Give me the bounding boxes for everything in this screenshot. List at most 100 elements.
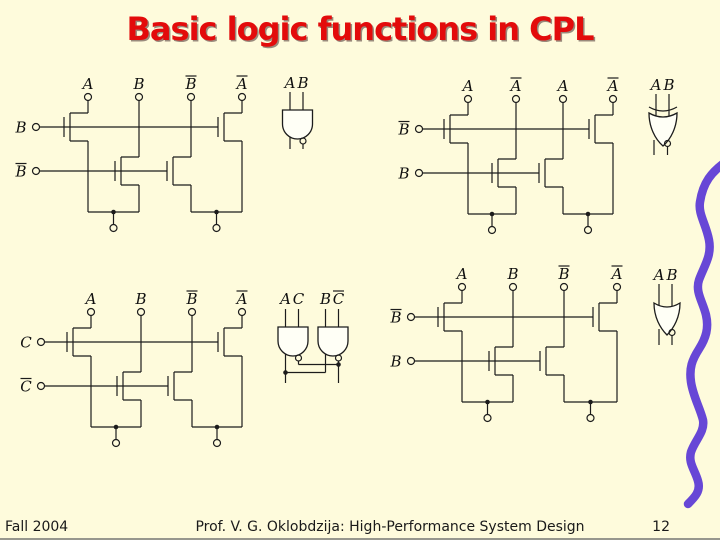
output-terminal — [111, 438, 121, 448]
gate-terminal — [36, 337, 46, 347]
gate-input-label: B — [397, 165, 409, 183]
output-terminal — [212, 438, 222, 448]
input-label: A — [235, 290, 248, 308]
nmos-transistor — [437, 302, 462, 332]
xor-gate-body — [648, 111, 678, 147]
nmos-transistor — [538, 158, 563, 188]
nmos-transistor — [443, 114, 468, 144]
input-terminal — [508, 282, 518, 292]
input-terminal — [83, 92, 93, 102]
input-terminal — [86, 307, 96, 317]
input-terminal — [186, 92, 196, 102]
or-gate-body — [653, 301, 681, 336]
output-terminal — [487, 225, 497, 235]
output-terminal — [483, 413, 492, 423]
input-terminal — [608, 94, 618, 104]
output-terminal — [586, 413, 595, 423]
junction-dot — [336, 362, 341, 367]
gate-input-label: B — [14, 163, 26, 181]
output-terminal — [212, 223, 221, 233]
input-label: A — [606, 77, 619, 95]
and-gate-body — [281, 109, 314, 140]
footer-semester: Fall 2004 — [5, 519, 69, 535]
input-label: B — [184, 75, 196, 93]
squiggle-decoration — [683, 160, 720, 509]
nmos-transistor — [66, 327, 91, 357]
inverter-bubble — [294, 354, 303, 362]
input-label: B — [557, 265, 569, 283]
footer-page-number: 12 — [652, 519, 670, 535]
gate-terminal — [414, 124, 424, 134]
input-label: B — [506, 265, 518, 283]
nmos-transistor — [539, 346, 564, 376]
gate-terminal — [406, 356, 416, 366]
gate-terminal — [31, 166, 41, 176]
input-terminal — [237, 307, 247, 317]
input-terminal — [511, 94, 521, 104]
nmos-transistor — [488, 346, 513, 376]
gate-terminal — [406, 312, 416, 322]
nmos-transistor — [166, 156, 191, 186]
input-terminal — [136, 307, 146, 317]
gate-terminal — [36, 381, 46, 391]
gate-symbol-label: A — [278, 290, 291, 308]
and-gate-body — [317, 326, 349, 357]
input-label: A — [84, 290, 97, 308]
input-label: B — [134, 290, 146, 308]
nmos-transistor — [114, 156, 139, 186]
footer-author: Prof. V. G. Oklobdzija: High-Performance… — [195, 519, 585, 535]
input-terminal — [558, 94, 568, 104]
gate-symbol-label: B — [665, 266, 677, 284]
input-label: A — [461, 77, 474, 95]
inverter-bubble — [334, 354, 343, 362]
gate-symbol-label: B — [662, 76, 674, 94]
gate-input-label: C — [20, 334, 32, 352]
gate-symbol-label: B — [319, 290, 331, 308]
input-terminal — [463, 94, 473, 104]
input-terminal — [559, 282, 569, 292]
input-label: A — [509, 77, 522, 95]
output-terminal — [583, 225, 593, 235]
gate-input-label: B — [389, 309, 401, 327]
gate-symbol-label: C — [293, 290, 305, 308]
and-gate-body — [277, 326, 309, 357]
nmos-transistor — [217, 327, 242, 357]
slide-title: Basic logic functions in CPL — [126, 10, 595, 48]
input-terminal — [457, 282, 467, 292]
input-label: A — [235, 75, 248, 93]
output-terminal — [109, 223, 118, 233]
gate-symbol-label: A — [652, 266, 665, 284]
nmos-transistor — [217, 112, 242, 142]
input-label: A — [556, 77, 569, 95]
nmos-transistor — [588, 114, 613, 144]
nmos-transistor — [116, 371, 141, 401]
nmos-transistor — [592, 302, 617, 332]
gate-input-label: B — [14, 119, 26, 137]
gate-symbol-label: A — [649, 76, 662, 94]
input-terminal — [187, 307, 197, 317]
input-label: A — [455, 265, 468, 283]
gate-input-label: C — [20, 378, 32, 396]
input-terminal — [237, 92, 247, 102]
gate-terminal — [414, 168, 424, 178]
input-terminal — [612, 282, 622, 292]
bottom-divider — [0, 538, 720, 540]
input-terminal — [134, 92, 144, 102]
gate-symbol-label: C — [333, 290, 345, 308]
nmos-transistor — [491, 158, 516, 188]
nmos-transistor — [167, 371, 192, 401]
gate-symbol-label: B — [296, 74, 308, 92]
inverter-bubble — [299, 137, 307, 145]
nmos-transistor — [63, 112, 88, 142]
junction-dot — [283, 370, 288, 375]
